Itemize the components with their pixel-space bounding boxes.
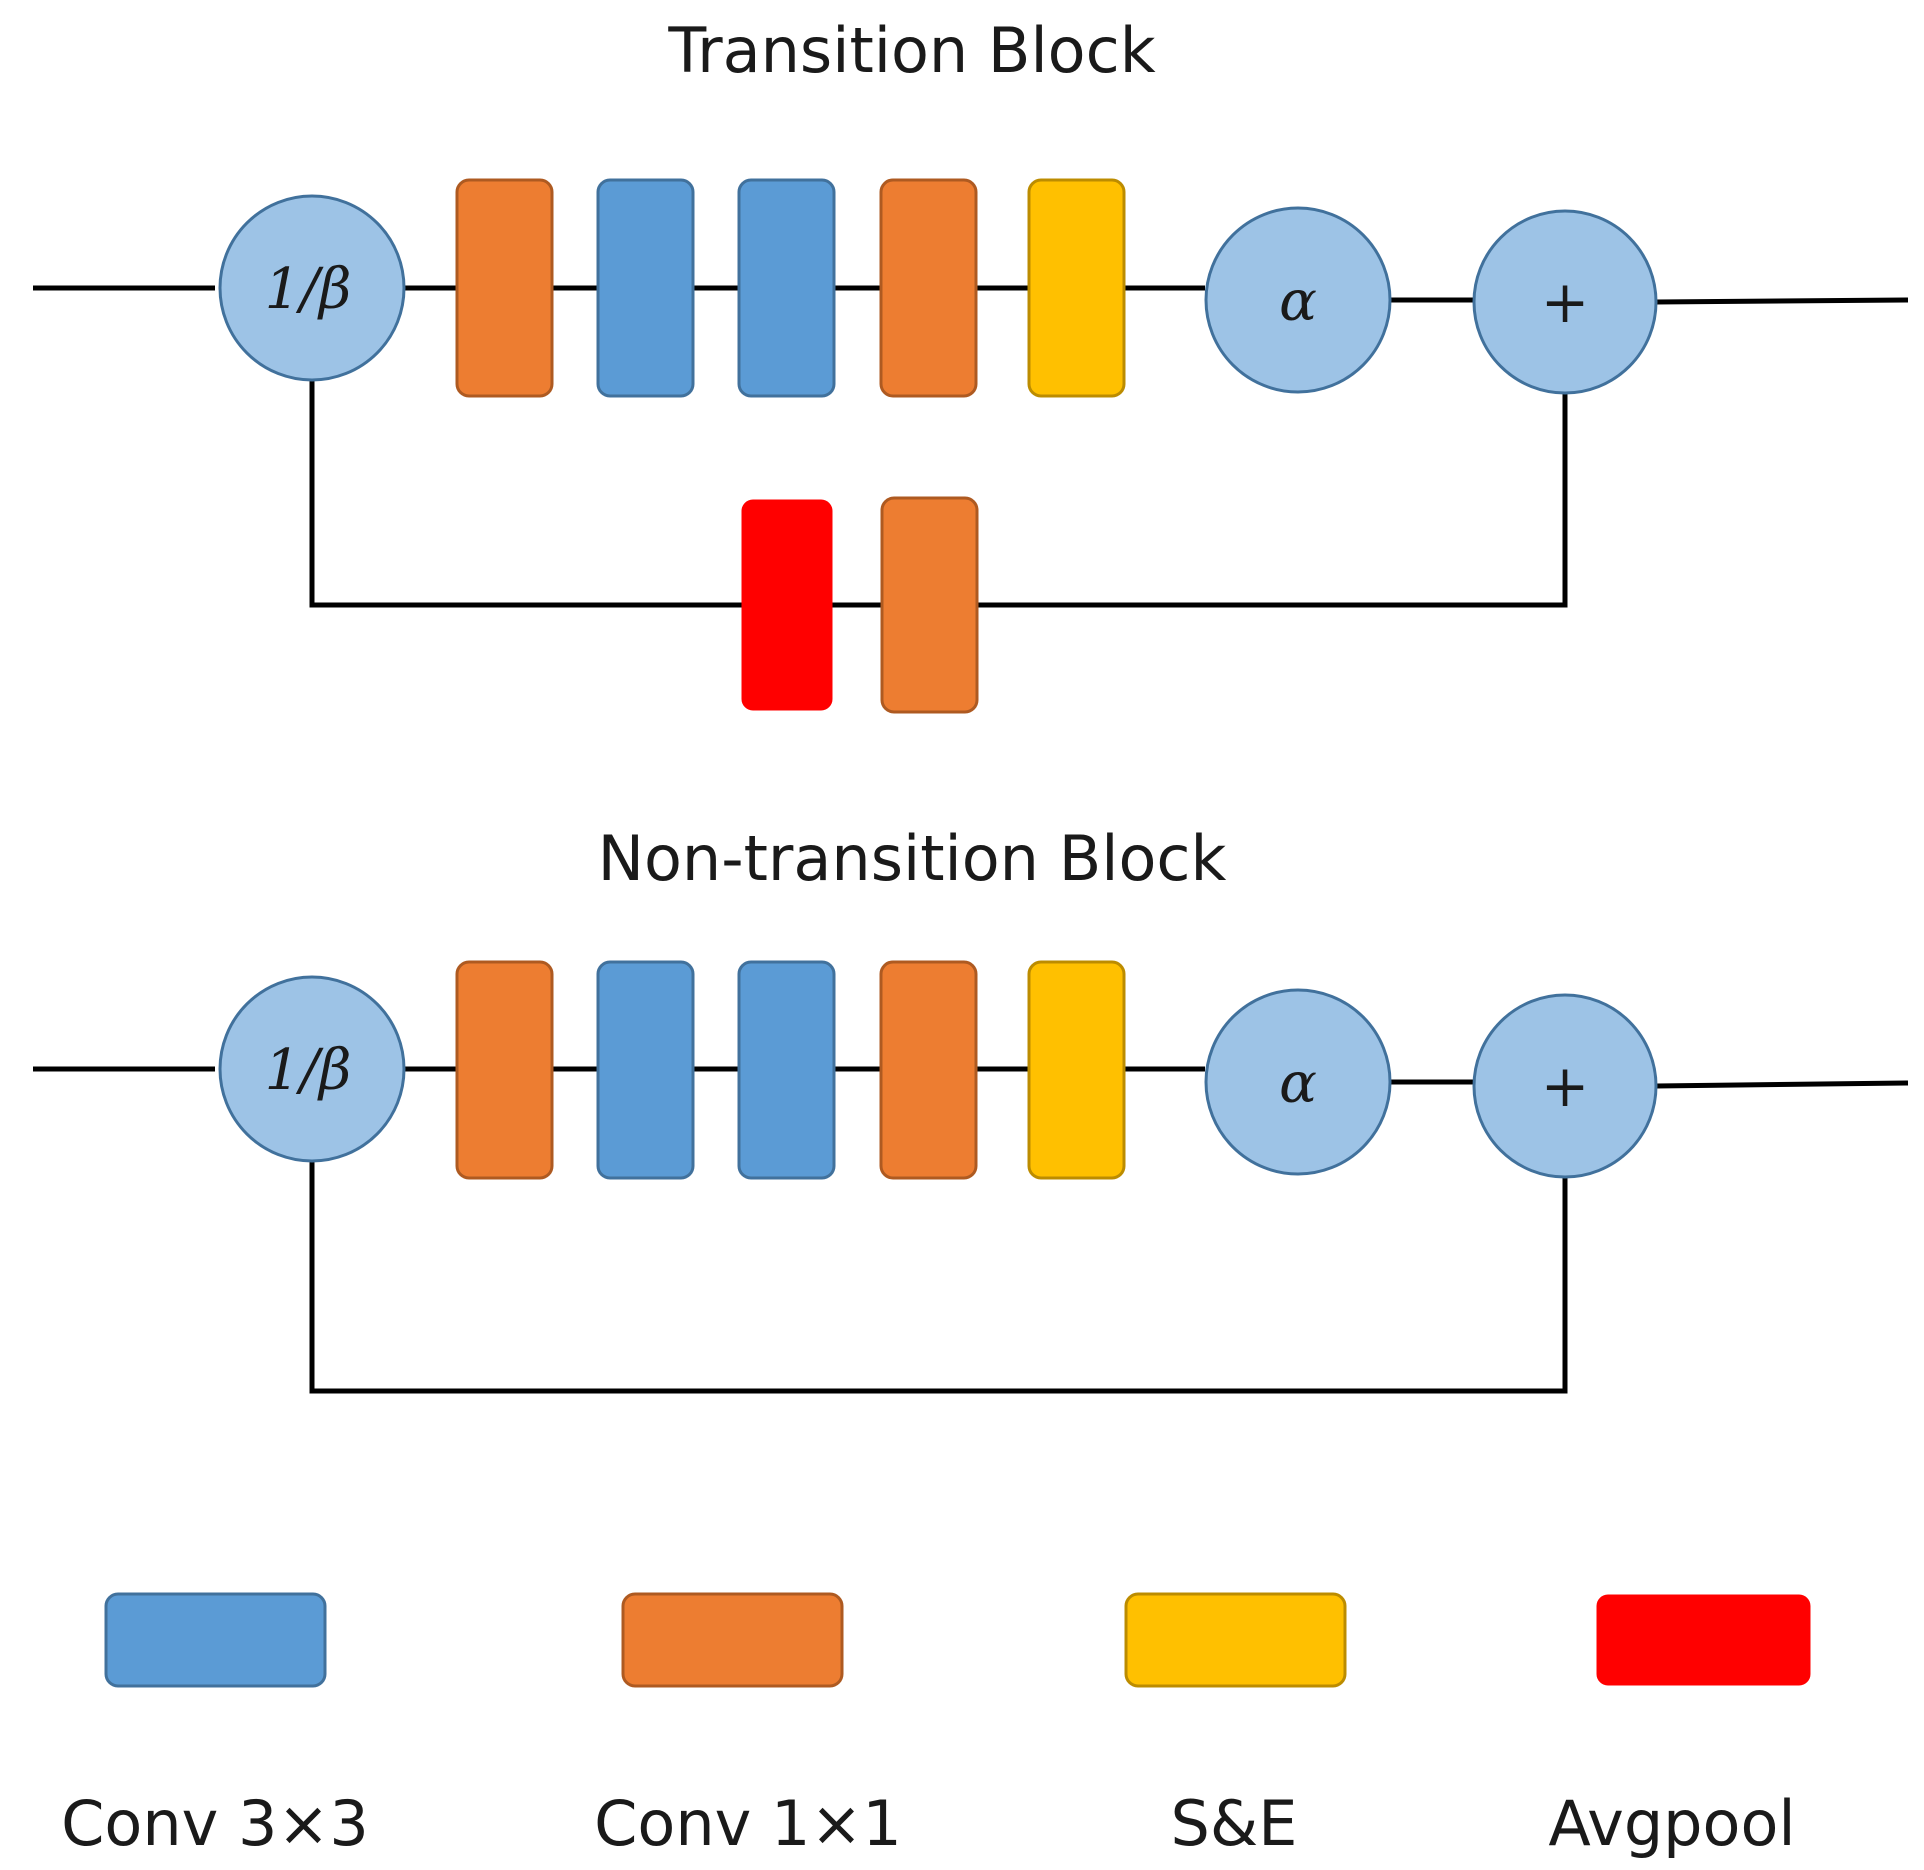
output-wire [1655, 1080, 1909, 1089]
legend-label-conv1x1: Conv 1×1 [594, 1787, 902, 1860]
conv1x1-block [880, 496, 979, 714]
legend-label-se: S&E [1171, 1787, 1298, 1860]
legend-swatch-conv3x3 [104, 1592, 327, 1688]
add-node-label: + [1541, 268, 1590, 336]
legend-label-avgpool: Avgpool [1548, 1787, 1795, 1860]
transition-block-title: Transition Block [667, 14, 1155, 87]
conv1x1-block [879, 178, 978, 398]
conv3x3-block [737, 960, 836, 1180]
legend-swatch-conv1x1 [621, 1592, 844, 1688]
conv1x1-block [455, 178, 554, 398]
conv1x1-block [455, 960, 554, 1180]
conv1x1-block [879, 960, 978, 1180]
scale-node [218, 194, 406, 382]
se-block [1027, 178, 1126, 398]
alpha-node-label: α [1279, 1051, 1317, 1116]
transition-block: Transition Block 1/β α + [33, 14, 1909, 714]
shortcut-wire [309, 1162, 1568, 1394]
conv3x3-block [596, 960, 695, 1180]
scale-node-label: 1/β [265, 1038, 352, 1103]
conv3x3-block [737, 178, 836, 398]
se-block [1027, 960, 1126, 1180]
add-node-label: + [1541, 1052, 1590, 1120]
alpha-node-label: α [1279, 269, 1317, 334]
add-node [1472, 209, 1658, 395]
legend: Conv 3×3 Conv 1×1 S&E Avgpool [61, 1592, 1811, 1860]
legend-label-conv3x3: Conv 3×3 [61, 1787, 369, 1860]
scale-node [218, 975, 406, 1163]
scale-node-label: 1/β [265, 257, 352, 322]
non-transition-block-title: Non-transition Block [598, 822, 1227, 895]
alpha-node [1204, 206, 1392, 394]
legend-swatch-se [1124, 1592, 1347, 1688]
legend-swatch-avgpool [1596, 1594, 1811, 1686]
output-wire [1655, 297, 1909, 305]
add-node [1472, 993, 1658, 1179]
non-transition-block: Non-transition Block 1/β α + [33, 822, 1909, 1394]
alpha-node [1204, 988, 1392, 1176]
avgpool-block [741, 499, 833, 711]
conv3x3-block [596, 178, 695, 398]
